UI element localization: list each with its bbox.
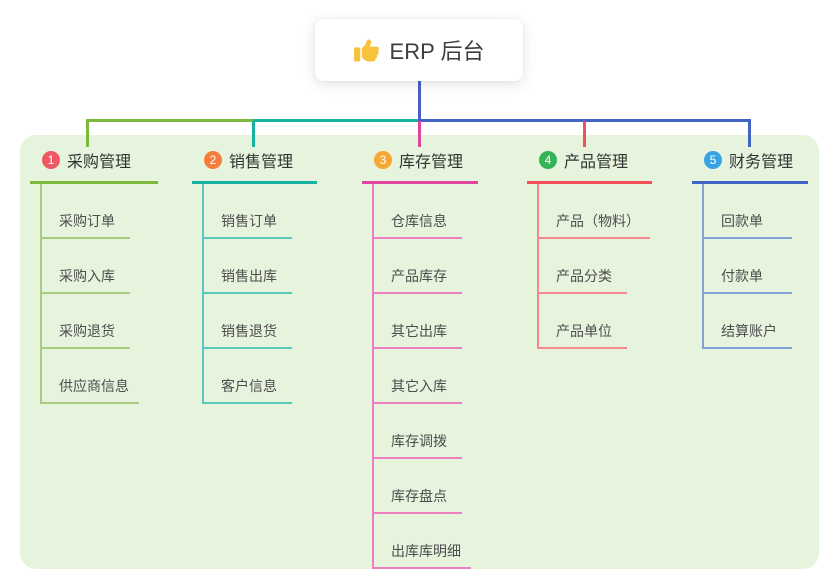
- child-label: 其它入库: [391, 378, 447, 394]
- child-label: 销售出库: [221, 268, 277, 284]
- child-node[interactable]: 仓库信息: [374, 184, 462, 239]
- branch-title: 销售管理: [229, 154, 294, 171]
- child-node[interactable]: 其它出库: [374, 294, 462, 349]
- child-node[interactable]: 销售出库: [204, 239, 292, 294]
- child-label: 回款单: [721, 213, 763, 229]
- branch-children: 产品（物料） 产品分类 产品单位: [537, 184, 652, 349]
- branches-background-panel: [20, 135, 819, 569]
- child-node[interactable]: 采购订单: [42, 184, 130, 239]
- drop-connector-product: [583, 121, 586, 147]
- branch-node-purchase[interactable]: 1 采购管理: [30, 146, 158, 184]
- child-node[interactable]: 回款单: [704, 184, 792, 239]
- drop-connector-finance: [748, 121, 751, 147]
- drop-connector-sales: [252, 121, 255, 147]
- branch-title: 库存管理: [399, 154, 464, 171]
- child-node[interactable]: 产品库存: [374, 239, 462, 294]
- child-node[interactable]: 结算账户: [704, 294, 792, 349]
- child-label: 产品单位: [556, 323, 612, 339]
- child-node[interactable]: 库存盘点: [374, 459, 462, 514]
- child-node[interactable]: 出库库明细: [374, 514, 471, 569]
- drop-connector-inventory: [418, 121, 421, 147]
- branch-children: 采购订单 采购入库 采购退货 供应商信息: [40, 184, 158, 404]
- branch-node-product[interactable]: 4 产品管理: [527, 146, 652, 184]
- child-label: 销售订单: [221, 213, 277, 229]
- branch-children: 回款单 付款单 结算账户: [702, 184, 808, 349]
- child-node[interactable]: 付款单: [704, 239, 792, 294]
- branch-title: 采购管理: [67, 154, 132, 171]
- child-node[interactable]: 产品分类: [539, 239, 627, 294]
- child-node[interactable]: 产品单位: [539, 294, 627, 349]
- branch-finance: 5 财务管理 回款单 付款单 结算账户: [692, 146, 808, 349]
- child-label: 产品分类: [556, 268, 612, 284]
- child-label: 供应商信息: [59, 378, 129, 394]
- child-label: 销售退货: [221, 323, 277, 339]
- branch-purchase: 1 采购管理 采购订单 采购入库 采购退货 供应商信息: [30, 146, 158, 404]
- bus-segment-finance: [418, 119, 751, 122]
- branch-title: 财务管理: [729, 154, 794, 171]
- branch-children: 仓库信息 产品库存 其它出库 其它入库 库存调拨 库存盘点 出库库明细: [372, 184, 478, 569]
- child-label: 付款单: [721, 268, 763, 284]
- child-node[interactable]: 采购入库: [42, 239, 130, 294]
- branch-number-badge: 4: [539, 151, 557, 169]
- child-label: 仓库信息: [391, 213, 447, 229]
- branch-number-badge: 5: [704, 151, 722, 169]
- branch-node-sales[interactable]: 2 销售管理: [192, 146, 317, 184]
- root-stem-connector: [418, 81, 421, 122]
- branch-number-badge: 1: [42, 151, 60, 169]
- child-node[interactable]: 客户信息: [204, 349, 292, 404]
- child-label: 采购退货: [59, 323, 115, 339]
- child-label: 客户信息: [221, 378, 277, 394]
- child-label: 其它出库: [391, 323, 447, 339]
- child-label: 采购入库: [59, 268, 115, 284]
- bus-segment-purchase: [86, 119, 254, 122]
- branch-node-finance[interactable]: 5 财务管理: [692, 146, 808, 184]
- branch-sales: 2 销售管理 销售订单 销售出库 销售退货 客户信息: [192, 146, 317, 404]
- branch-title: 产品管理: [564, 154, 629, 171]
- child-node[interactable]: 供应商信息: [42, 349, 139, 404]
- child-label: 产品（物料）: [556, 213, 640, 229]
- child-node[interactable]: 采购退货: [42, 294, 130, 349]
- child-label: 产品库存: [391, 268, 447, 284]
- drop-connector-purchase: [86, 121, 89, 147]
- root-label: ERP 后台: [389, 39, 485, 64]
- branch-children: 销售订单 销售出库 销售退货 客户信息: [202, 184, 317, 404]
- child-label: 采购订单: [59, 213, 115, 229]
- bus-segment-sales: [253, 119, 419, 122]
- child-label: 库存盘点: [391, 488, 447, 504]
- child-node[interactable]: 销售订单: [204, 184, 292, 239]
- child-label: 出库库明细: [391, 543, 461, 559]
- thumbs-up-icon: [353, 38, 379, 63]
- branch-node-inventory[interactable]: 3 库存管理: [362, 146, 478, 184]
- root-node[interactable]: ERP 后台: [315, 19, 523, 81]
- child-label: 结算账户: [721, 323, 777, 339]
- child-node[interactable]: 产品（物料）: [539, 184, 650, 239]
- branch-number-badge: 3: [374, 151, 392, 169]
- child-label: 库存调拨: [391, 433, 447, 449]
- child-node[interactable]: 销售退货: [204, 294, 292, 349]
- branch-product: 4 产品管理 产品（物料） 产品分类 产品单位: [527, 146, 652, 349]
- child-node[interactable]: 其它入库: [374, 349, 462, 404]
- branch-inventory: 3 库存管理 仓库信息 产品库存 其它出库 其它入库 库存调拨 库存盘点 出库库…: [362, 146, 478, 569]
- branch-number-badge: 2: [204, 151, 222, 169]
- child-node[interactable]: 库存调拨: [374, 404, 462, 459]
